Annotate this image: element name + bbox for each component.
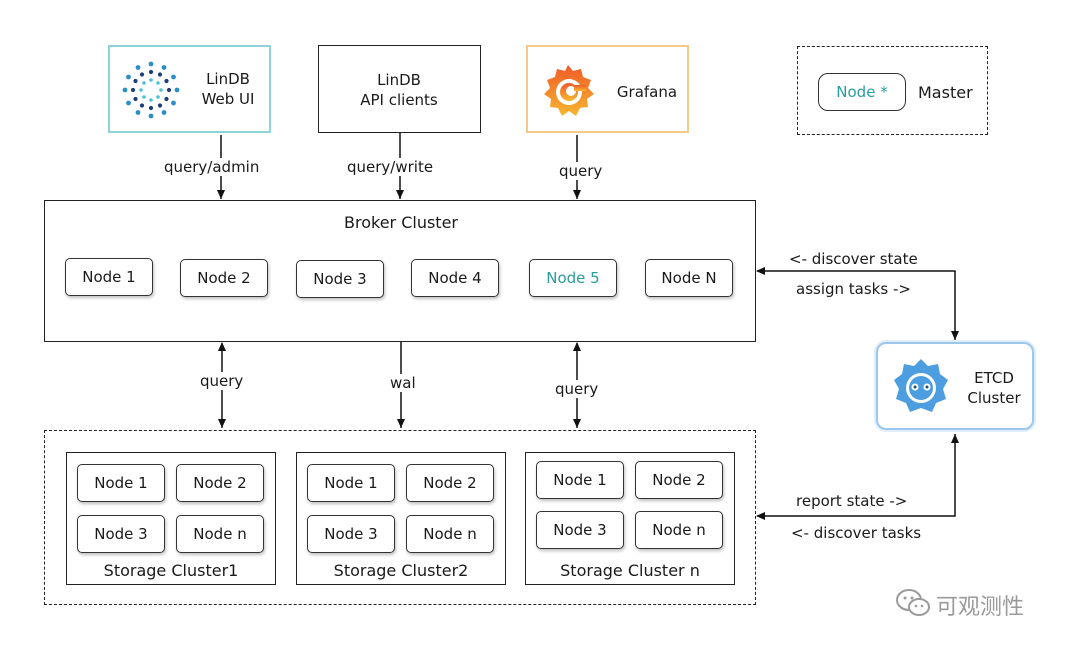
- api-line2: API clients: [360, 91, 438, 109]
- storage-node: Node n: [176, 515, 264, 553]
- storage-cluster: Node 1 Node 2 Node 3 Node n Storage Clus…: [525, 452, 735, 585]
- webui-line1: LinDB: [206, 70, 250, 88]
- storage-node: Node 3: [307, 515, 395, 553]
- broker-etcd-arrow: [756, 267, 959, 340]
- storage-layer: Node 1 Node 2 Node 3 Node n Storage Clus…: [44, 430, 756, 605]
- storage-cluster-title: Storage Cluster2: [333, 561, 469, 580]
- etcd-line1: ETCD: [974, 369, 1014, 387]
- legend-node: Node *: [818, 73, 906, 111]
- etcd-cluster: ETCD Cluster: [876, 342, 1034, 430]
- etcd-logo-icon: [894, 359, 948, 412]
- storage-cluster: Node 1 Node 2 Node 3 Node n Storage Clus…: [296, 452, 506, 585]
- broker-node: Node 1: [65, 258, 153, 296]
- api-link-label: query/write: [345, 158, 436, 176]
- grafana-logo-icon: [544, 65, 594, 116]
- broker-title: Broker Cluster: [344, 213, 458, 232]
- query-right-label: query: [553, 380, 601, 398]
- broker-node: Node 4: [411, 259, 499, 297]
- watermark-text: 可观测性: [936, 595, 1025, 620]
- grafana-box: Grafana: [526, 45, 689, 133]
- storage-node: Node 2: [176, 464, 264, 502]
- broker-node: Node 3: [296, 260, 384, 298]
- wechat-icon: [896, 589, 930, 616]
- broker-cluster: Broker Cluster Node 1 Node 2 Node 3 Node…: [44, 200, 756, 342]
- query-left-label: query: [198, 372, 246, 390]
- storage-cluster-title: Storage Cluster n: [560, 561, 700, 580]
- storage-node: Node n: [406, 515, 494, 553]
- storage-node: Node 3: [536, 511, 624, 549]
- broker-node-master: Node 5: [529, 259, 617, 297]
- legend-master-label: Master: [918, 83, 973, 102]
- lindb-api-box: LinDB API clients: [318, 45, 481, 133]
- discover-state-label: <- discover state: [787, 250, 920, 268]
- storage-cluster: Node 1 Node 2 Node 3 Node n Storage Clus…: [66, 452, 276, 585]
- storage-node: Node 1: [77, 464, 165, 502]
- broker-node: Node 2: [180, 259, 268, 297]
- discover-tasks-label: <- discover tasks: [789, 524, 924, 542]
- grafana-name: Grafana: [616, 83, 678, 101]
- storage-cluster-title: Storage Cluster1: [103, 561, 239, 580]
- storage-node: Node 3: [77, 515, 165, 553]
- storage-node: Node 2: [635, 461, 723, 499]
- legend-box: Node * Master: [797, 46, 988, 135]
- api-line1: LinDB: [377, 71, 421, 89]
- lindb-logo-icon: [122, 61, 180, 119]
- grafana-link-label: query: [557, 162, 605, 180]
- storage-etcd-arrow: [756, 434, 959, 520]
- storage-node: Node n: [635, 511, 723, 549]
- report-state-label: report state ->: [794, 492, 910, 510]
- webui-line2: Web UI: [201, 90, 255, 108]
- wal-label: wal: [388, 374, 418, 392]
- storage-node: Node 2: [406, 464, 494, 502]
- lindb-webui-box: LinDB Web UI: [108, 45, 271, 133]
- webui-link-label: query/admin: [162, 158, 262, 176]
- assign-tasks-label: assign tasks ->: [794, 280, 913, 298]
- broker-node: Node N: [645, 259, 733, 297]
- storage-node: Node 1: [307, 464, 395, 502]
- storage-node: Node 1: [536, 461, 624, 499]
- etcd-line2: Cluster: [967, 389, 1021, 407]
